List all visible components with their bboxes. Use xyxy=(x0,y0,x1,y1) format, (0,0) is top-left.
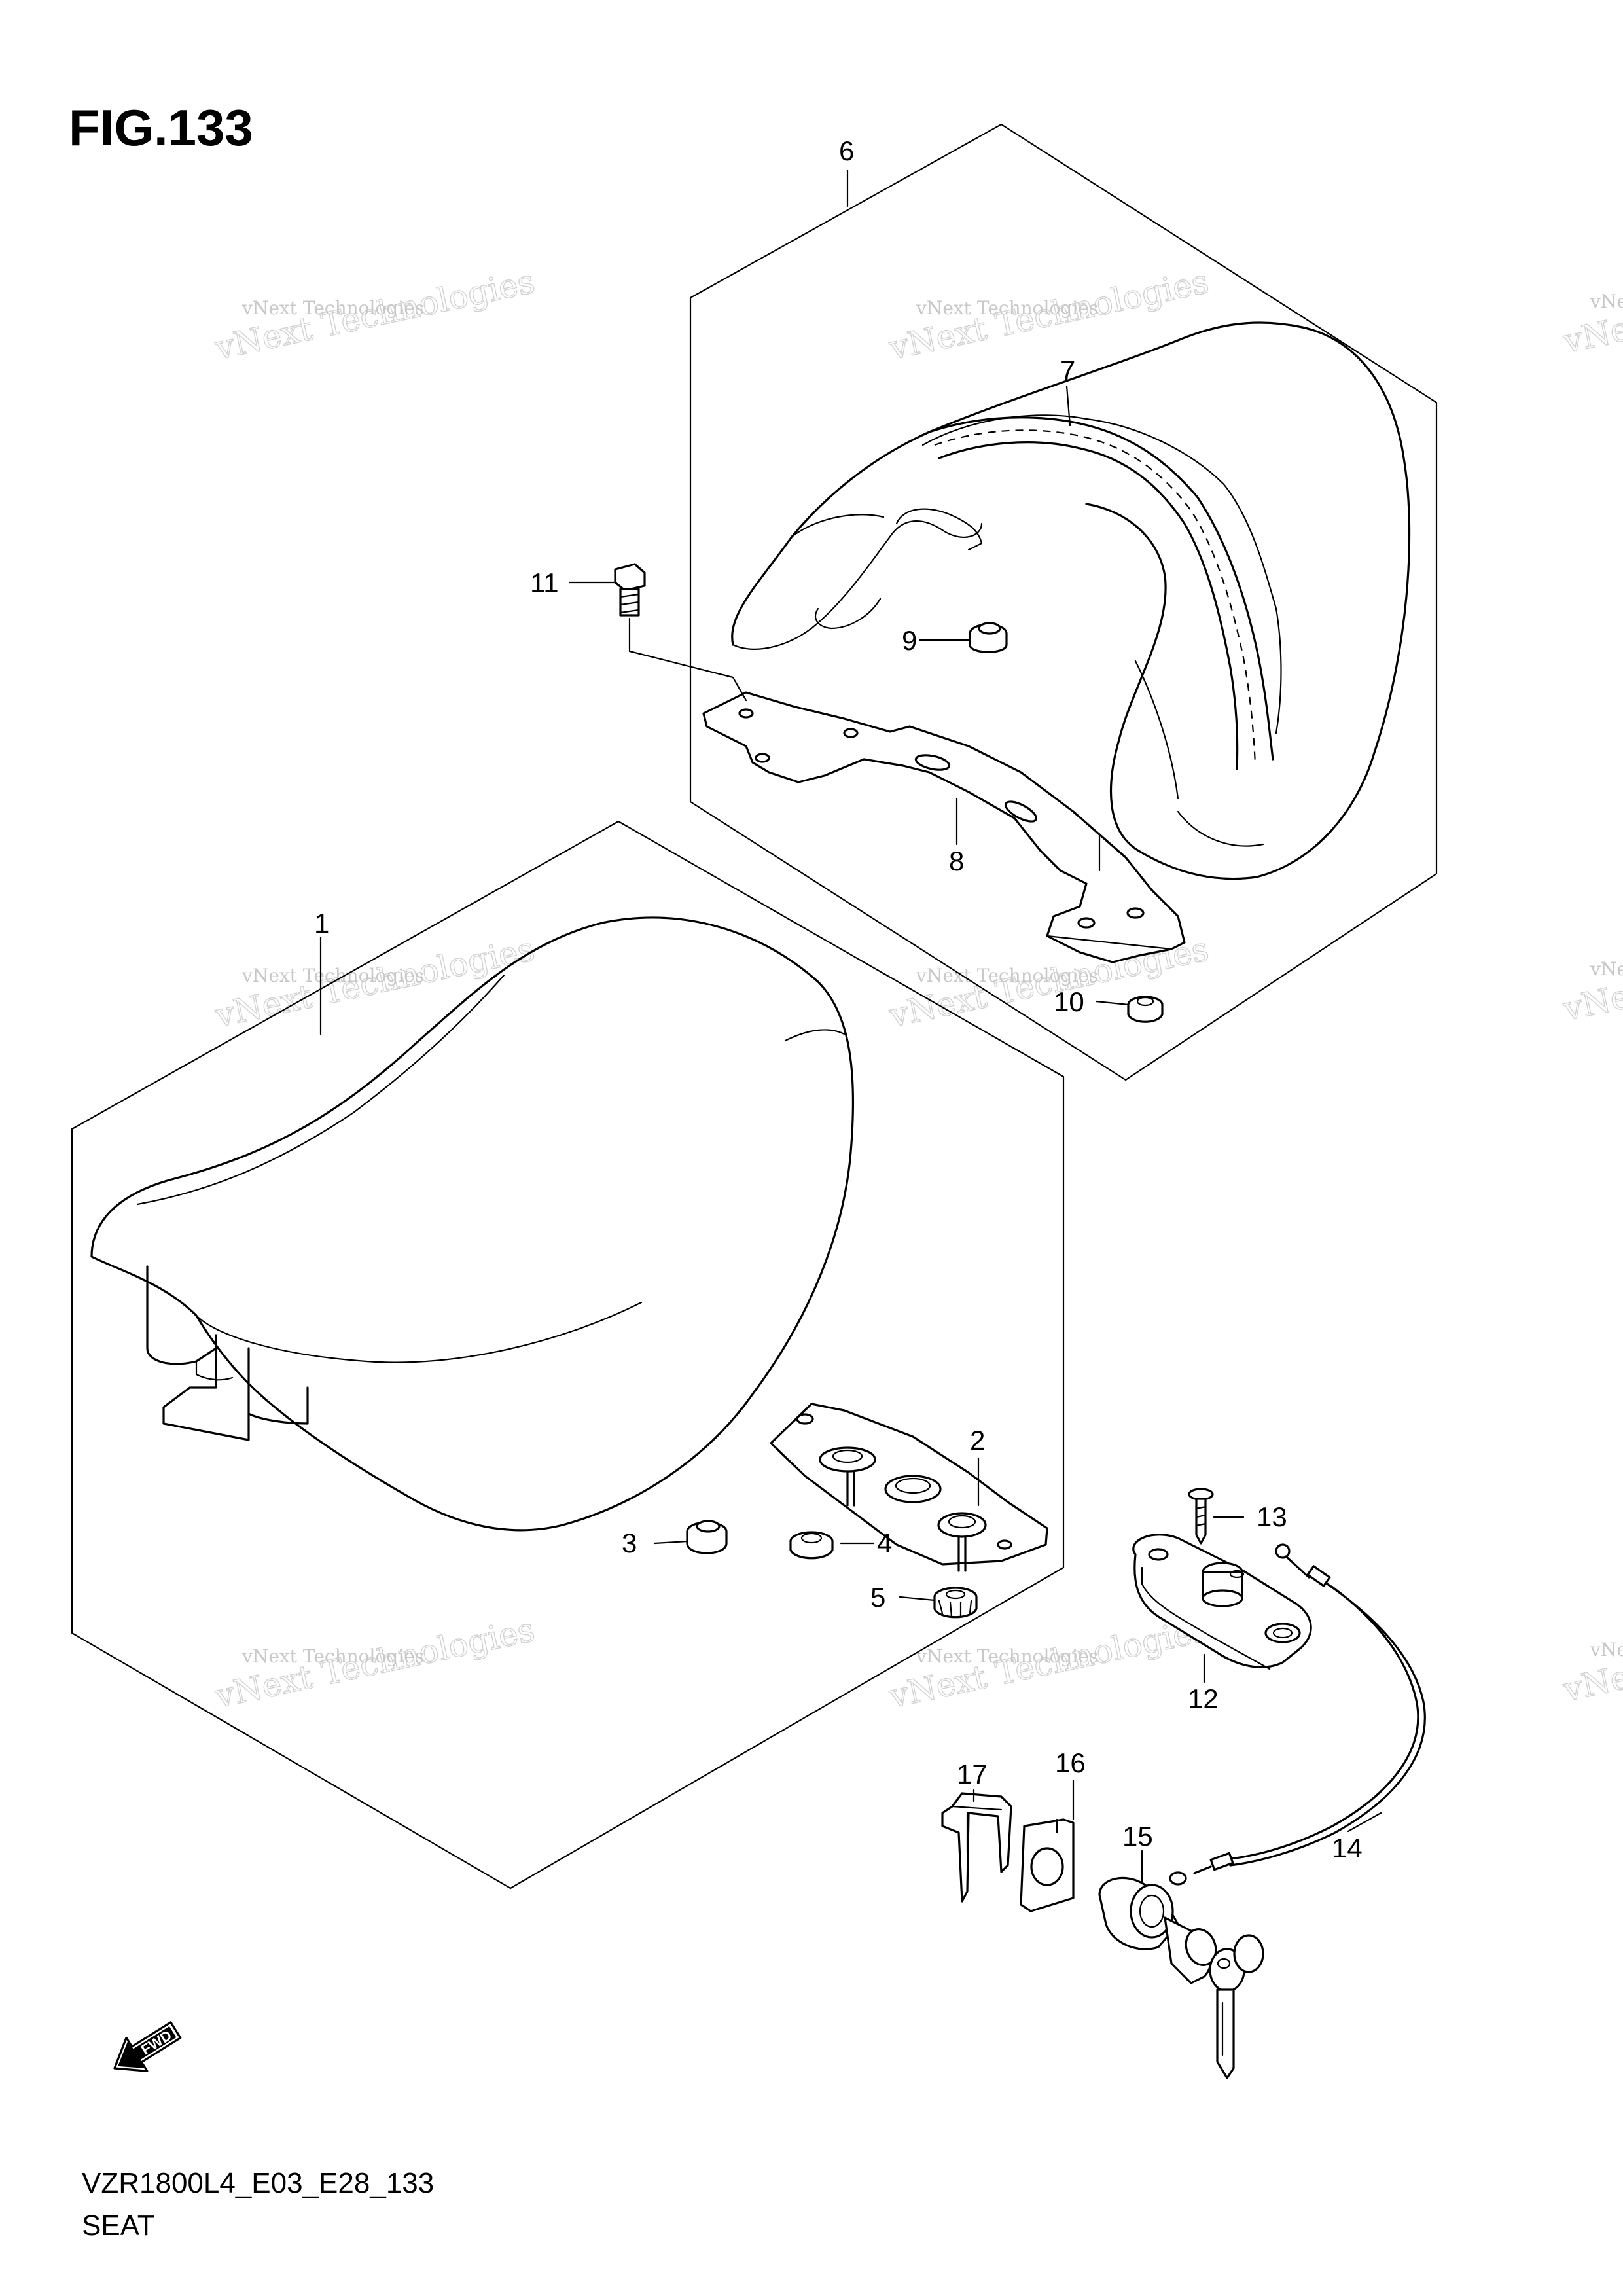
watermark-text-small: vNext Technologies xyxy=(1590,291,1623,312)
watermark-text-small: vNext Technologies xyxy=(916,965,1098,986)
watermark-text-small: vNext Technologies xyxy=(916,297,1098,319)
callout-1: 1 xyxy=(314,908,329,939)
watermark: vNext Technologies vNext Technologies xyxy=(1559,923,1623,1029)
forward-arrow: FWD xyxy=(113,2021,182,2072)
watermark-text-small: vNext Technologies xyxy=(241,297,424,319)
watermark-text-small: vNext Technologies xyxy=(1590,1639,1623,1660)
front-seat-assembly-outline xyxy=(71,820,1065,1890)
callout-15: 15 xyxy=(1122,1821,1153,1852)
callout-10: 10 xyxy=(1054,986,1084,1017)
nut-front xyxy=(789,1531,834,1560)
callout-8: 8 xyxy=(949,846,964,876)
callout-11: 11 xyxy=(530,567,559,598)
callout-7: 7 xyxy=(1060,355,1075,386)
rear-seat xyxy=(731,321,1411,880)
callout-4: 4 xyxy=(877,1528,892,1558)
cushion-rubber-front xyxy=(686,1520,728,1554)
callout-9: 9 xyxy=(902,625,917,656)
lock-plate xyxy=(1020,1818,1075,1912)
figure-code: VZR1800L4_E03_E28_133 xyxy=(82,2167,434,2199)
watermark: vNext Technologies vNext Technologies xyxy=(1559,1604,1623,1710)
front-seat xyxy=(90,916,855,1532)
callout-13: 13 xyxy=(1257,1501,1287,1532)
grommet xyxy=(933,1587,978,1619)
watermark-text-small: vNext Technologies xyxy=(1590,958,1623,980)
callouts: 6 7 11 9 8 10 1 2 3 4 5 13 12 14 15 16 1… xyxy=(314,135,1363,1863)
watermark-text-small: vNext Technologies xyxy=(241,1645,424,1667)
screw xyxy=(1188,1488,1214,1545)
lock-cylinder-with-keys xyxy=(1098,1876,1264,2079)
figure-title: FIG.133 xyxy=(69,99,253,156)
nut-rear xyxy=(1127,996,1164,1023)
callout-14: 14 xyxy=(1332,1833,1363,1863)
cushion-rubber-rear xyxy=(969,622,1008,653)
rear-seat-bracket xyxy=(702,691,1186,963)
callout-12: 12 xyxy=(1188,1683,1219,1714)
watermark: vNext Technologies vNext Technologies xyxy=(211,929,538,1035)
callout-3: 3 xyxy=(622,1528,637,1558)
watermark-text-small: vNext Technologies xyxy=(241,965,424,986)
figure-name: SEAT xyxy=(82,2210,155,2242)
callout-6: 6 xyxy=(839,135,854,166)
watermark: vNext Technologies vNext Technologies xyxy=(885,262,1212,368)
watermark-text-small: vNext Technologies xyxy=(916,1645,1098,1667)
lock-clip xyxy=(941,1792,1012,1903)
callout-17: 17 xyxy=(957,1759,988,1789)
lock-cable xyxy=(1169,1543,1426,1886)
rear-seat-assembly-outline xyxy=(689,123,1438,1081)
bolt xyxy=(614,563,747,702)
watermark: vNext Technologies vNext Technologies xyxy=(211,262,538,368)
callout-2: 2 xyxy=(970,1425,985,1456)
watermark: vNext Technologies vNext Technologies xyxy=(885,1610,1212,1716)
callout-5: 5 xyxy=(870,1582,885,1613)
callout-16: 16 xyxy=(1055,1748,1086,1778)
watermark: vNext Technologies vNext Technologies xyxy=(1559,255,1623,361)
seat-lock xyxy=(1132,1534,1312,1670)
front-seat-bracket xyxy=(770,1403,1048,1572)
leader-lines xyxy=(319,169,1382,1885)
watermark: vNext Technologies vNext Technologies xyxy=(211,1610,538,1716)
